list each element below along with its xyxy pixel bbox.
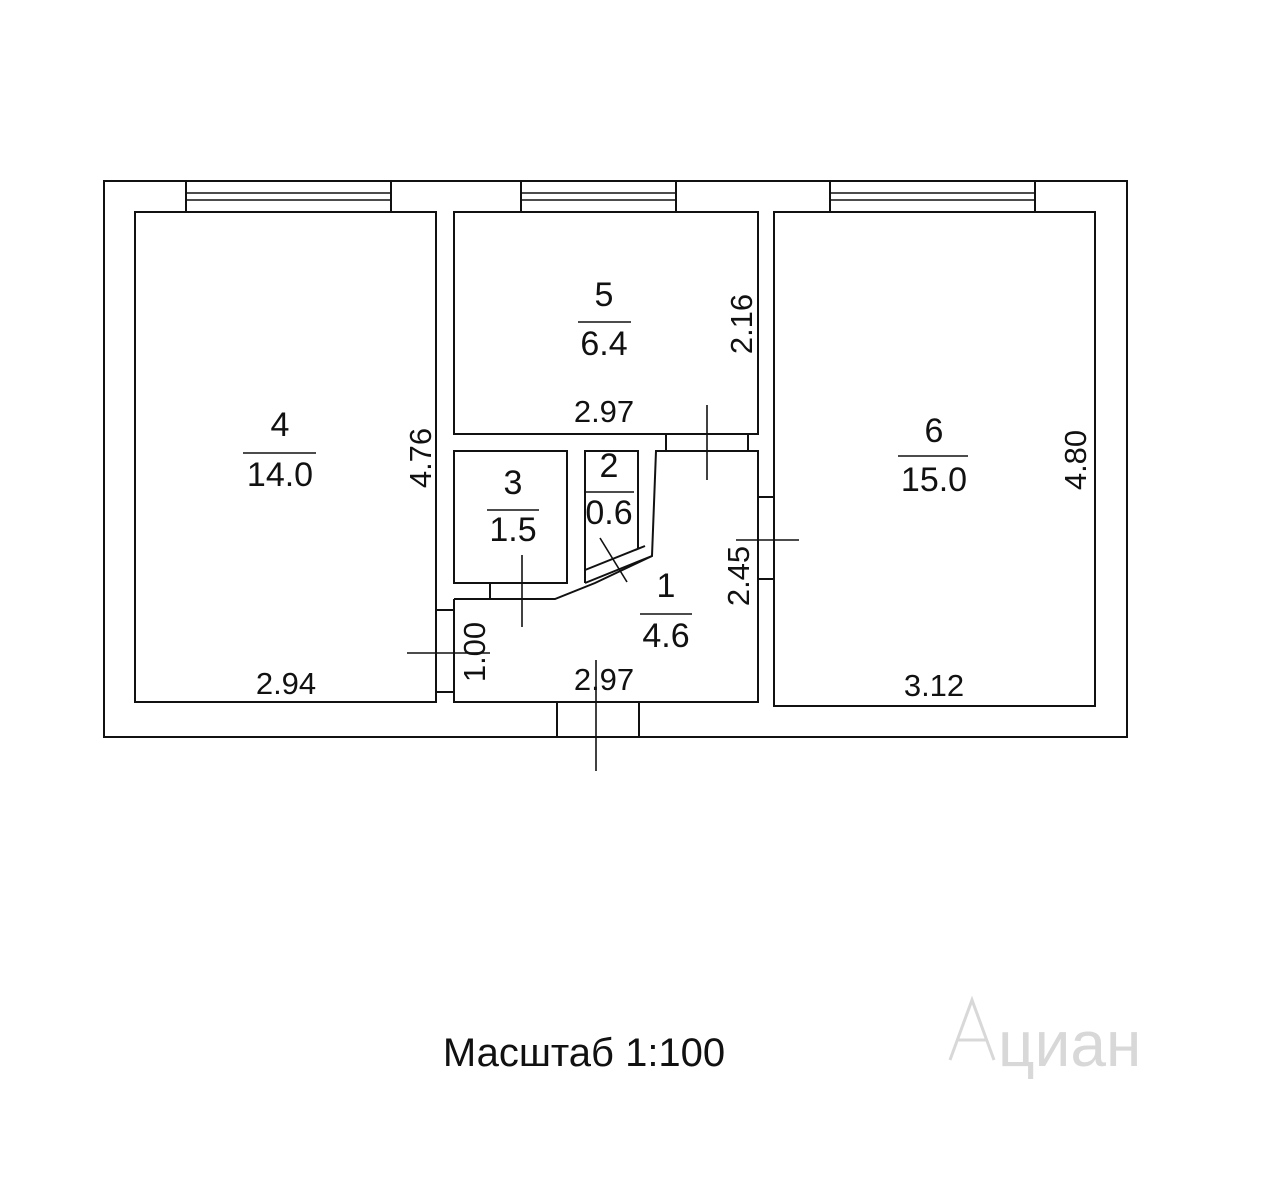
room-2-area: 0.6 <box>585 494 632 532</box>
window-room-5 <box>520 180 677 213</box>
room-2-number: 2 <box>600 447 619 485</box>
room-5-width-label: 2.97 <box>574 394 634 429</box>
room-4-height-label: 4.76 <box>403 428 438 488</box>
room-2-door-swing <box>599 537 628 583</box>
door-hall-room6 <box>757 496 775 580</box>
room-1-width-label: 2.97 <box>574 662 634 697</box>
entrance-door <box>556 701 640 738</box>
room-5-height-label: 2.16 <box>724 294 759 354</box>
room-6-height-label: 4.80 <box>1058 430 1093 490</box>
room-1-outline <box>453 450 759 703</box>
room-4-width-label: 2.94 <box>256 666 316 701</box>
room-1-number: 1 <box>657 567 676 605</box>
room-1-area: 4.6 <box>642 617 689 655</box>
room-5-number: 5 <box>595 276 614 314</box>
room-6-width-label: 3.12 <box>904 668 964 703</box>
room-6-number: 6 <box>925 412 944 450</box>
room-6-area: 15.0 <box>901 461 967 499</box>
room-4-area: 14.0 <box>247 456 313 494</box>
window-room-6 <box>829 180 1036 213</box>
watermark: циан <box>948 995 1141 1080</box>
room-1-height-label: 2.45 <box>721 546 756 606</box>
watermark-icon <box>948 995 996 1061</box>
window-room-4 <box>185 180 392 213</box>
room-4-number: 4 <box>271 406 290 444</box>
room-5-area: 6.4 <box>580 325 627 363</box>
room-2-door-frame <box>584 545 646 571</box>
room-3-area: 1.5 <box>489 511 536 549</box>
room-1-door-label: 1.00 <box>457 622 492 682</box>
door-hall-room4 <box>435 609 455 693</box>
scale-label: Масштаб 1:100 <box>443 1031 725 1075</box>
watermark-text: циан <box>998 1008 1141 1080</box>
room-3-number: 3 <box>504 464 523 502</box>
room-6-outline <box>773 211 1096 707</box>
room-2-outline <box>584 450 639 583</box>
